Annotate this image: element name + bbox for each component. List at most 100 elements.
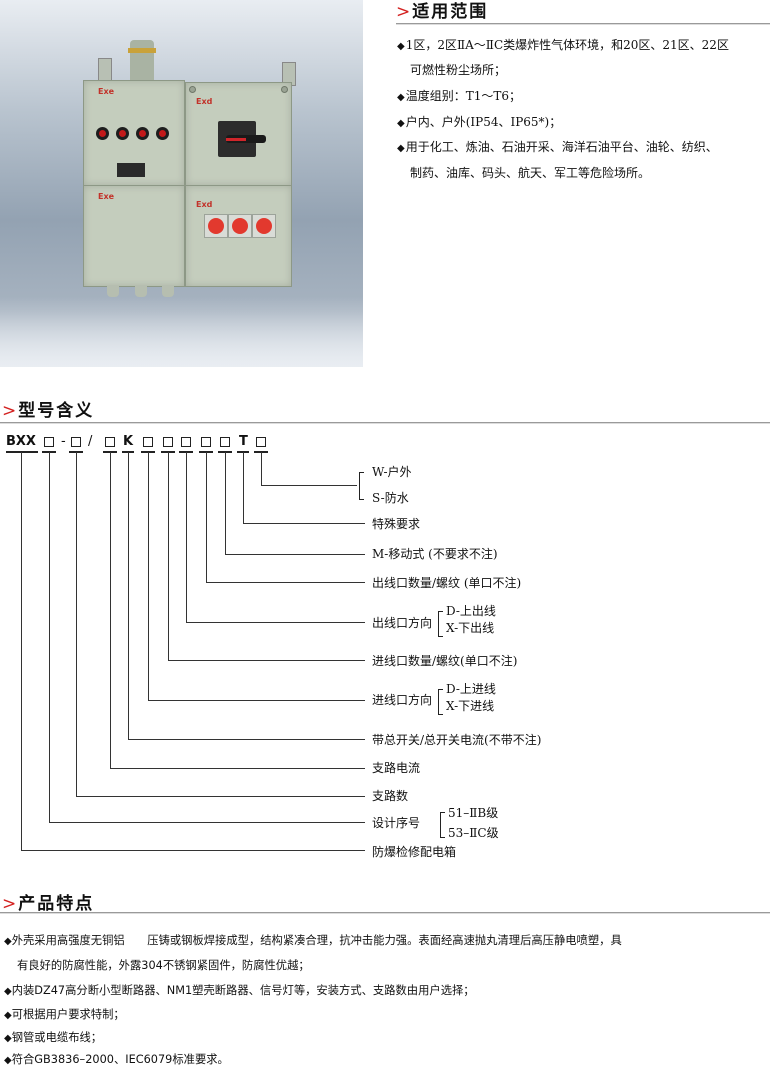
cable-gland-1 [107,285,119,297]
model-divider [0,422,770,424]
diamond-bullet-icon: ◆ [397,92,405,103]
leader-horizontal [110,768,365,770]
option-bracket [438,611,443,637]
cable-gland-2 [135,285,147,297]
option-text: D-上出线 [446,604,496,618]
feature-text: 外壳采用高强度无铜铝 压铸或钢板焊接成型，结构紧凑合理，抗冲击能力强。表面经高速… [11,934,622,947]
model-label-special: 特殊要求 [372,517,421,531]
heading-arrow-icon: > [2,894,17,914]
scope-item-cont: 可燃性粉尘场所； [410,63,507,77]
branch-breaker-2 [228,214,252,238]
model-title: 型号含义 [18,401,95,421]
scope-item-cont: 制药、油库、码头、航天、军工等危险场所。 [410,166,651,180]
scope-item: ◆温度组别：T1～T6； [397,89,521,105]
option-text: X-下进线 [446,699,495,713]
model-heading: >型号含义 [2,396,94,421]
model-label-outlet-count: 出线口数量/螺纹 (单口不注) [372,576,522,590]
leader-vertical [110,452,112,768]
model-label-product: 防爆检修配电箱 [372,845,457,859]
enclosure-label: Exe [98,87,115,96]
pushbutton-2 [116,127,129,140]
code-box [181,437,191,447]
model-label-inlet-dir: 进线口方向 [372,693,433,707]
enclosure-top-right: Exd [185,82,292,186]
scope-title: 适用范围 [412,2,489,22]
scope-item-text: 温度组别：T1～T6； [405,89,521,103]
enclosure-label: Exe [98,192,115,201]
option-text: X-下出线 [446,621,495,635]
meter-window [117,163,145,177]
leader-horizontal [21,850,365,852]
model-label-branch-count: 支路数 [372,789,409,803]
enclosure-bottom-right: Exd [185,185,292,287]
scope-item: ◆用于化工、炼油、石油开采、海洋石油平台、油轮、纺织、 [397,140,718,156]
feature-text: 符合GB3836–2000、IEC6079标准要求。 [11,1053,229,1066]
leader-vertical [49,452,51,822]
code-dash: - [61,434,66,449]
code-t: T [239,434,248,449]
feature-item: ◆钢管或电缆布线； [4,1029,102,1045]
feature-text: 钢管或电缆布线； [11,1031,103,1044]
diamond-bullet-icon: ◆ [4,1010,12,1021]
code-box [71,437,81,447]
option-bracket [440,812,445,838]
model-label-outdoor: W-户外 [372,465,412,479]
leader-horizontal [186,622,365,624]
rotary-switch-handle [226,135,266,143]
feature-text: 可根据用户要求特制； [11,1008,125,1021]
leader-horizontal [243,523,365,525]
pushbutton-1 [96,127,109,140]
model-label-main-switch: 带总开关/总开关电流(不带不注) [372,733,542,747]
leader-vertical [225,452,227,554]
feature-item: ◆内装DZ47高分断小型断路器、NM1塑壳断路器、信号灯等，安装方式、支路数由用… [4,982,475,998]
gland-ring [128,48,156,53]
feature-item: ◆外壳采用高强度无铜铝 压铸或钢板焊接成型，结构紧凑合理，抗冲击能力强。表面经高… [4,932,622,948]
feature-text: 内装DZ47高分断小型断路器、NM1塑壳断路器、信号灯等，安装方式、支路数由用户… [11,984,475,997]
code-k: K [123,434,134,449]
features-divider [0,912,770,914]
breaker-knob [256,218,272,234]
code-box [44,437,54,447]
rotary-switch-red-mark [226,138,246,141]
scope-item-text: 用于化工、炼油、石油开采、海洋石油平台、油轮、纺织、 [405,140,718,154]
code-box [105,437,115,447]
model-label-outlet-dir: 出线口方向 [372,616,433,630]
leader-horizontal [148,700,365,702]
leader-vertical [168,452,170,660]
leader-vertical [21,452,23,850]
leader-vertical [243,452,245,523]
code-box [201,437,211,447]
option-text: 51–ⅡB级 [448,806,499,820]
model-label-branch-current: 支路电流 [372,761,421,775]
scope-item: ◆1区，2区ⅡA～ⅡC类爆炸性气体环境，和20区、21区、22区 [397,38,729,54]
leader-vertical [186,452,188,622]
leader-vertical [76,452,78,796]
code-box [143,437,153,447]
heading-arrow-icon: > [2,401,17,421]
model-label-inlet-count: 进线口数量/螺纹(单口不注) [372,654,518,668]
leader-horizontal [206,582,365,584]
features-title: 产品特点 [18,894,95,914]
enclosure-top-left: Exe [83,80,185,186]
diamond-bullet-icon: ◆ [397,41,405,52]
enclosure-label: Exd [196,200,213,209]
code-box [256,437,266,447]
model-label-waterproof: S-防水 [372,491,409,505]
leader-horizontal [261,485,357,487]
leader-horizontal [128,739,365,741]
diamond-bullet-icon: ◆ [4,986,12,997]
model-label-mobile: M-移动式 (不要求不注) [372,547,498,561]
feature-item: ◆可根据用户要求特制； [4,1006,125,1022]
scope-divider [396,23,770,25]
leader-horizontal [225,554,365,556]
code-box [163,437,173,447]
product-photo: Exe Exe Exd Exd [0,0,363,367]
features-heading: >产品特点 [2,889,94,914]
bolt [281,86,288,93]
option-bracket [359,472,364,500]
model-label-design-no: 设计序号 [372,816,421,830]
option-text: 53–ⅡC级 [448,826,499,840]
leader-vertical [261,452,263,485]
scope-item: ◆户内、户外(IP54、IP65*)； [397,115,561,131]
branch-breaker-1 [204,214,228,238]
